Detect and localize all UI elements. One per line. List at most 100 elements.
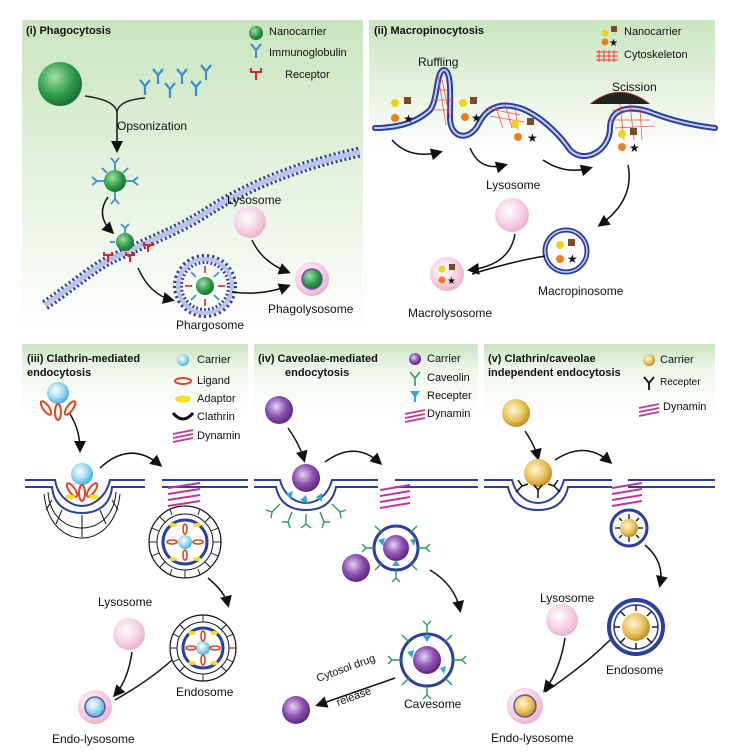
independent-pit [515,459,561,498]
endolysosome-v [507,688,543,724]
macrolysosome: ★ [430,257,464,291]
title-independent-line2: independent endocytosis [488,367,621,379]
title-independent-line1: (v) Clathrin/caveolae [488,353,596,365]
lysosome-ii [495,198,529,232]
independent-arrow-1 [524,430,542,461]
arrow-macropinosome-to-macrolysosome [471,255,546,275]
clathrin-arrow-2 [99,452,163,469]
clathrin-arrow-3 [207,577,232,608]
caveolae-dynamin [379,484,411,509]
legend-clathrin-iii-label: Clathrin [197,411,235,423]
legend-recepter-iv-icon [410,391,420,402]
arrow-endosome-iii-to-endolysosome [114,659,173,701]
legend-ligand-iii-icon [174,377,192,385]
legend-recepter-v-label: Recepter [660,377,701,388]
arrow-lysosome-iii-to-endolysosome [113,651,133,698]
label-macrolysosome: Macrolysosome [408,306,493,320]
legend-dynamin-iv-icon [404,409,426,423]
cytoskeleton-mesh [432,74,656,141]
immunoglobulin-cluster [139,64,212,98]
svg-text:★: ★ [629,141,640,155]
arrow-to-membrane [101,196,115,235]
label-lysosome-i: Lysosome [227,193,282,207]
legend-carrier-v-label: Carrier [660,354,694,366]
legend-carrier-iii-label: Carrier [197,354,231,366]
independent-vesicle [609,508,649,548]
independent-arrow-3 [644,544,668,588]
legend-cytoskeleton-label: Cytoskeleton [624,49,688,61]
legend-recepter-iv-label: Recepter [427,390,472,402]
legend-cytoskeleton-icon [596,50,618,62]
nanocarrier-large [38,62,82,106]
independent-carrier-free [502,399,530,427]
macro-arrow-1 [391,139,443,161]
legend-carrier-iii-icon [177,354,189,366]
legend-caveolin-iv-label: Caveolin [427,372,470,384]
lysosome-v [546,604,578,636]
legend-carrier-iv-icon [409,353,421,365]
phargosome [173,254,237,318]
title-clathrin-line1: (iii) Clathrin-mediated [27,353,141,365]
label-opsonization: Opsonization [117,119,188,133]
macro-nanocarriers-1: ★ [391,97,414,126]
legend-immunoglobulin-label: Immunoglobulin [269,47,347,59]
legend-immunoglobulin-icon [250,43,262,58]
label-lysosome-iii: Lysosome [98,595,153,609]
title-caveolae-line1: (iv) Caveolae-mediated [258,353,378,365]
title-clathrin-line2: endocytosis [27,367,92,379]
svg-text:★: ★ [567,252,578,266]
legend-carrier-iv-label: Carrier [427,353,461,365]
title-macropinocytosis: (ii) Macropinocytosis [374,25,485,37]
cytosol-release-arrow [315,677,396,708]
label-lysosome-v: Lysosome [540,591,595,605]
cytosol-release-text-line2: release [335,685,373,709]
legend-dynamin-iii-label: Dynamin [197,430,241,442]
label-macropinosome: Macropinosome [538,284,624,298]
membrane-bottom-iii [25,479,248,515]
clathrin-dynamin [167,482,201,507]
macropinosome: ★ [542,227,590,275]
svg-text:★: ★ [403,112,414,126]
label-endolysosome-v: Endo-lysosome [491,731,574,745]
macro-nanocarriers-3: ★ [511,118,538,145]
caveolae-carrier-escaped [342,554,370,582]
legend-dynamin-v-label: Dynamin [663,401,707,413]
legend-receptor-icon [250,68,262,80]
label-ruffling: Ruffling [418,55,459,69]
label-endosome-iii: Endosome [176,685,234,699]
macro-arrow-2 [469,147,508,174]
arrow-phargosome-to-phagolysosome [231,283,291,295]
svg-text:★: ★ [609,38,618,49]
macro-arrow-4 [597,164,630,227]
legend-clathrin-iii-icon [171,411,195,421]
legend-recepter-v-icon [643,376,655,390]
panel-caveolae-bg [254,344,478,414]
caveolae-arrow-3 [429,569,465,613]
opsonized-nanocarrier [91,157,139,205]
phagocytosis-membrane [41,146,362,310]
legend-receptor-label: Receptor [285,69,330,81]
cytosol-release-text-line1: Cytosol drug [315,652,377,684]
endolysosome-iii [78,690,112,724]
title-phagocytosis: (i) Phagocytosis [26,25,111,37]
label-lysosome-ii: Lysosome [486,178,541,192]
legend-nanocarrier-label: Nanocarrier [269,26,327,38]
legend-dynamin-v-icon [638,403,660,417]
macropinocytosis-membrane [372,66,718,159]
caveolae-arrow-1 [287,427,308,463]
panel-macropinocytosis-bg [369,20,715,150]
legend-nanocarrier-ii-icon: ★ [601,26,618,49]
clathrin-pit [43,463,121,539]
clathrin-carrier-free [39,382,77,421]
arrow-endosome-v-to-endolysosome [544,639,611,693]
label-cavesome: Cavesome [404,697,462,711]
clathrin-coated-vesicle [148,505,222,579]
label-endosome-v: Endosome [606,663,664,677]
legend-ligand-iii-label: Ligand [197,375,231,387]
arrow-to-phargosome [137,267,175,304]
clathrin-arrow-1 [69,413,86,453]
caveolae-pit [265,464,347,529]
cavesome [387,620,467,700]
arrow-lysosome-ii-to-macrolysosome [467,233,516,275]
